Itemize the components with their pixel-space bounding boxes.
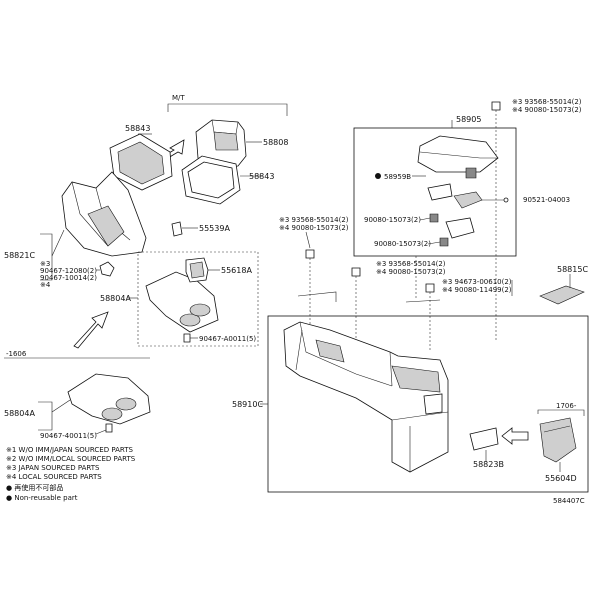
label-ref1-a: ※3 93568-55014(2) bbox=[512, 98, 582, 106]
label-55618a: 55618A bbox=[221, 266, 252, 275]
box-58804a: 58804A bbox=[100, 251, 259, 347]
clip-55539a[interactable]: 55539A bbox=[171, 221, 230, 237]
label-58843-top: 58843 bbox=[125, 124, 150, 133]
part-55604d[interactable]: 55604D bbox=[539, 417, 577, 483]
non-reusable-dot bbox=[375, 173, 381, 179]
legend-line5: ● 再使用不可部品 bbox=[6, 483, 63, 492]
label-58821c-sub2: 90467-12080(2) bbox=[40, 267, 97, 275]
label-58808: 58808 bbox=[263, 138, 288, 147]
label-mid-ref-b: ※4 90080-15073(2) bbox=[376, 268, 446, 276]
armrest-hinge[interactable] bbox=[427, 183, 483, 247]
leader-lines bbox=[297, 256, 513, 303]
label-58804a: 58804A bbox=[100, 294, 131, 303]
mat-58815c[interactable]: 58815C bbox=[539, 265, 588, 305]
arrow-to-58823b bbox=[501, 427, 529, 445]
shift-boot-58808[interactable]: 58808 bbox=[195, 119, 288, 169]
label-left-ref-a: ※3 93568-55014(2) bbox=[279, 216, 349, 224]
clip-58959b[interactable]: 58959B bbox=[375, 173, 426, 181]
label-right-ref-b: ※4 90080-11499(2) bbox=[442, 286, 512, 294]
legend: ※1 W/O IMM/JAPAN SOURCED PARTS ※2 W/O IM… bbox=[6, 446, 136, 502]
shift-panel-58821c[interactable]: 58821C ※3 90467-12080(2) 90467-10014(2) … bbox=[4, 171, 147, 289]
callout-90521: 90521-04003 bbox=[482, 196, 570, 204]
legend-line4: ※4 LOCAL SOURCED PARTS bbox=[6, 473, 102, 481]
label-year-1606: -1606 bbox=[6, 350, 27, 358]
armrest-lid[interactable] bbox=[417, 135, 499, 179]
diagram-code: 584407C bbox=[553, 497, 585, 505]
legend-line2: ※2 W/O IMM/LOCAL SOURCED PARTS bbox=[6, 455, 136, 463]
label-right-ref-a: ※3 94673-00610(2) bbox=[442, 278, 512, 286]
bracket-55618a[interactable]: 55618A bbox=[185, 257, 252, 283]
bezel-58843-mid[interactable]: 58843 bbox=[181, 155, 274, 205]
callout-90080-box: 90080-15073(2) 90080-15073(2) bbox=[364, 216, 441, 248]
label-58821c-sub3: 90467-10014(2) bbox=[40, 274, 97, 282]
label-58905: 58905 bbox=[456, 115, 481, 124]
label-55604d: 55604D bbox=[545, 474, 577, 483]
callout-left-screws: ※3 93568-55014(2) ※4 90080-15073(2) bbox=[279, 216, 349, 330]
box-58905: 58905 bbox=[353, 115, 517, 257]
mt-label: M/T bbox=[172, 94, 185, 102]
callout-top-right-screw: ※3 93568-55014(2) ※4 90080-15073(2) bbox=[491, 98, 582, 340]
console-body-58910c[interactable] bbox=[283, 321, 449, 473]
label-55539a: 55539A bbox=[199, 224, 230, 233]
label-58815c: 58815C bbox=[557, 265, 588, 274]
label-mid-ref-a: ※3 93568-55014(2) bbox=[376, 260, 446, 268]
label-58821c: 58821C bbox=[4, 251, 35, 260]
label-left-ref-b: ※4 90080-15073(2) bbox=[279, 224, 349, 232]
label-90467-low: 90467-40011(5) bbox=[40, 432, 97, 440]
label-58910c: 58910C bbox=[232, 400, 263, 409]
legend-line1: ※1 W/O IMM/JAPAN SOURCED PARTS bbox=[6, 446, 134, 454]
bracket-1706: 1706- bbox=[537, 402, 585, 416]
box-58910c: 58910C bbox=[232, 315, 589, 493]
label-90080-a: 90080-15073(2) bbox=[364, 216, 421, 224]
label-ref1-b: ※4 90080-15073(2) bbox=[512, 106, 582, 114]
callout-right-screws: ※3 94673-00610(2) ※4 90080-11499(2) bbox=[425, 278, 512, 350]
label-58804a-low: 58804A bbox=[4, 409, 35, 418]
legend-line6: ● Non-reusable part bbox=[6, 494, 78, 502]
label-90521: 90521-04003 bbox=[523, 196, 570, 204]
label-58821c-sub1: ※3 bbox=[40, 260, 50, 268]
label-90080-b: 90080-15073(2) bbox=[374, 240, 431, 248]
arrow-to-assembly bbox=[73, 311, 109, 349]
label-year-1706: 1706- bbox=[556, 402, 577, 410]
cupholder-58804a-low[interactable]: 58804A 90467-40011(5) bbox=[4, 373, 151, 440]
label-90467-a0011: 90467-A0011(5) bbox=[199, 335, 256, 343]
mt-bracket: M/T bbox=[167, 94, 288, 116]
label-58959b: 58959B bbox=[384, 173, 411, 181]
label-58823b: 58823B bbox=[473, 460, 504, 469]
label-58821c-sub4: ※4 bbox=[40, 281, 51, 289]
legend-line3: ※3 JAPAN SOURCED PARTS bbox=[6, 464, 100, 472]
cupholder-58804a[interactable]: 90467-A0011(5) bbox=[145, 271, 256, 343]
callout-mid-screws: ※3 93568-55014(2) ※4 90080-15073(2) bbox=[351, 260, 446, 340]
divider-1606: -1606 bbox=[4, 350, 150, 359]
panel-58843-top[interactable]: 58843 bbox=[109, 124, 173, 191]
label-58843-mid: 58843 bbox=[249, 172, 274, 181]
cover-58823b[interactable]: 58823B bbox=[469, 427, 504, 469]
